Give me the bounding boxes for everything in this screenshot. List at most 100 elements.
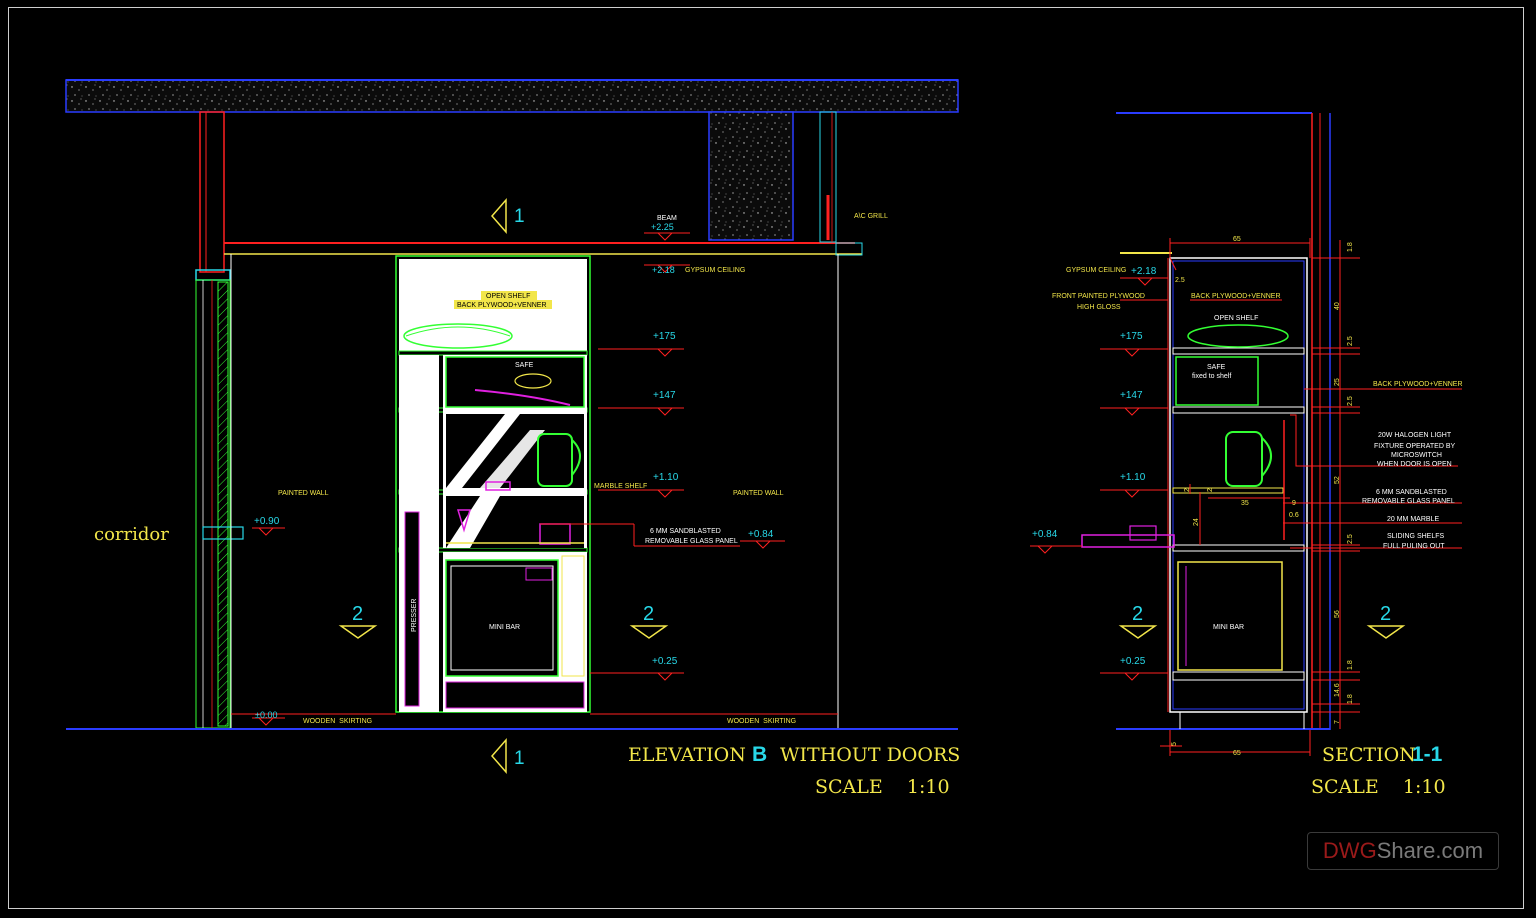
back-plywood-label: BACK PLYWOOD+VENNER [457,302,547,309]
section-level-147: +147 [1120,390,1143,401]
section-title: SECTION [1322,744,1416,766]
dim-s-3: 9 [1292,500,1296,507]
dim-r-0: 1.8 [1347,242,1354,252]
marker-1-top: 1 [514,206,525,227]
halogen-line1: 20W HALOGEN LIGHT [1378,432,1452,439]
elevation-title-rest: WITHOUT DOORS [780,744,960,766]
elevation-labels: ELEVATION B WITHOUT DOORS SCALE 1:10 cor… [94,206,960,798]
watermark-part1: DWG [1322,838,1377,863]
halogen-line2: FIXTURE OPERATED BY [1374,443,1455,450]
marble-shelf-label: MARBLE SHELF [594,483,647,490]
dim-r-5: 52 [1334,476,1341,484]
dim-2-5: 2.5 [1175,277,1185,284]
section-labels: SECTION 1-1 SCALE 1:10 65 65 GYPSUM CEIL… [1032,236,1463,798]
section-glass-line2: REMOVABLE GLASS PANEL [1362,498,1455,505]
section-gypsum-level: +2.18 [1131,266,1157,277]
dim-r-1: 40 [1334,302,1341,310]
skirting-left: WOODEN SKIRTING [303,718,372,725]
gypsum-label: GYPSUM CEILING [685,267,745,274]
section-scale: SCALE 1:10 [1311,776,1446,798]
corridor-label: corridor [94,524,169,545]
watermark-part2: Share.com [1376,838,1484,863]
level-147: +147 [653,390,676,401]
sliding-line2: FULL PULING OUT [1383,543,1445,550]
section-cabinet [1169,257,1308,713]
marker-2-left: 2 [352,603,363,625]
ac-grill-label: A\C GRILL [854,213,888,220]
sliding-shelf [1081,534,1175,548]
front-plywood-line1: FRONT PAINTED PLYWOOD [1052,293,1145,300]
skirting-right: WOODEN SKIRTING [727,718,796,725]
section-open-shelf: OPEN SHELF [1214,315,1258,322]
section-minibar-icon [1177,561,1283,671]
marker-1-bottom: 1 [514,748,525,769]
level-084: +0.84 [748,529,774,540]
halogen-line4: WHEN DOOR IS OPEN [1377,461,1452,468]
glass-icon [456,509,472,533]
mini-bar-label: MINI BAR [489,624,520,631]
section-marker-2-left: 2 [1132,603,1143,625]
dim-r-9: 14.6 [1334,683,1341,697]
section-level-175: +175 [1120,331,1143,342]
dim-r-8: 1.8 [1347,660,1354,670]
level-025: +0.25 [652,656,678,667]
painted-wall-left: PAINTED WALL [278,490,329,497]
section-gypsum-label: GYPSUM CEILING [1066,267,1126,274]
elevation-title: ELEVATION [628,744,746,766]
section-view-marker-left [1118,625,1158,639]
section-back-plywood: BACK PLYWOOD+VENNER [1191,293,1281,300]
glass-panel-line1: 6 MM SANDBLASTED [650,528,721,535]
dim-r-3: 25 [1334,378,1341,386]
door-handle-icon [202,526,244,540]
presser-label: PRESSER [411,599,418,632]
section-safe-line2: fixed to shelf [1192,373,1231,380]
mini-bar-icon [445,559,559,677]
section-glass-line1: 6 MM SANDBLASTED [1376,489,1447,496]
dim-s-4: 0.6 [1289,512,1299,519]
section-mini-bar: MINI BAR [1213,624,1244,631]
halogen-line3: MICROSWITCH [1391,452,1442,459]
section-kettle-icon [1225,431,1263,487]
section-level-025: +0.25 [1120,656,1146,667]
dim-r-10: 1.8 [1347,694,1354,704]
level-175: +175 [653,331,676,342]
dim-s-6: 5 [1171,742,1178,746]
open-shelf-label: OPEN SHELF [486,293,530,300]
dim-s-1: 2 [1207,488,1214,492]
marker-2-right: 2 [643,603,654,625]
kettle-icon [537,433,573,487]
section-safe-icon [1175,356,1259,406]
dim-s-5: 24 [1193,518,1200,526]
section-plate-icon [1187,324,1289,348]
section-marker-top [491,198,507,234]
section-back-plywood-2: BACK PLYWOOD+VENNER [1373,381,1463,388]
gypsum-level: +2.18 [652,265,675,275]
section-level-110: +1.10 [1120,472,1146,483]
dim-r-7: 56 [1334,610,1341,618]
section-view-marker-right [1366,625,1406,639]
dim-s-0: 2 [1184,488,1191,492]
beam-level: +2.25 [651,222,674,232]
section-title-number: 1-1 [1412,743,1443,766]
safe-label: SAFE [515,362,534,369]
dim-65-top: 65 [1233,236,1241,243]
level-000: ±0.00 [255,710,277,720]
elevation-title-letter: B [752,743,767,766]
elevation-view [65,79,959,774]
dim-r-11: 7 [1334,720,1341,724]
elevation-scale: SCALE 1:10 [815,776,950,798]
section-marker-bottom [491,738,507,774]
dim-s-2: 35 [1241,500,1249,507]
plate-icon [403,323,513,349]
concrete-slab [65,79,959,113]
painted-wall-right: PAINTED WALL [733,490,784,497]
marble-label: 20 MM MARBLE [1387,516,1439,523]
section-view [1030,112,1462,756]
dim-r-4: 2.5 [1347,396,1354,406]
dim-r-2: 2.5 [1347,336,1354,346]
sliding-line1: SLIDING SHELFS [1387,533,1445,540]
watermark-logo: DWGShare.com [1307,832,1499,870]
beam-label: BEAM [657,215,677,222]
level-110: +1.10 [653,472,679,483]
